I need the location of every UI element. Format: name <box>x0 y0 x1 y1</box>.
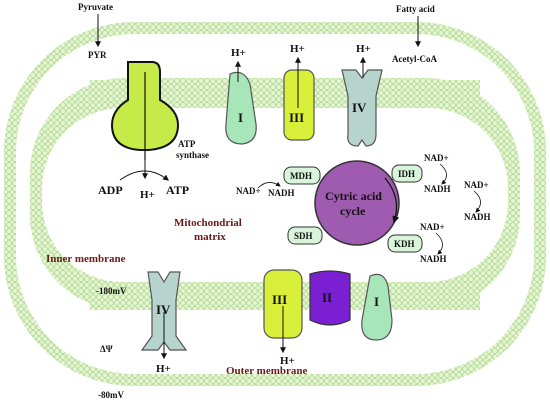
mdh-label: MDH <box>290 171 312 181</box>
idh-label: IDH <box>398 169 415 179</box>
mdh-box <box>283 166 321 185</box>
atp-synthase-hplus-label: H+ <box>140 189 155 201</box>
complex-iii-bottom <box>263 269 303 354</box>
matrix-label-1: Mitochondrial <box>174 217 242 229</box>
complex-iv-bottom-hplus: H+ <box>156 363 171 375</box>
complex-ii-bottom-label: II <box>322 290 332 305</box>
idh-nadh-label: NADH <box>424 184 451 194</box>
complex-iii-top-label: III <box>289 110 304 125</box>
mdh-nadh-label: NADH <box>268 188 295 198</box>
complex-iii-bottom-label: III <box>272 292 287 307</box>
complex-iii-top-hplus: H+ <box>290 43 305 55</box>
pyr-label: PYR <box>88 50 107 60</box>
idh-nad-arrow <box>439 163 447 185</box>
cycle-label-1: Cytric acid <box>325 189 382 203</box>
inner-membrane-label: Inner membrane <box>46 253 126 265</box>
complex-i-top-hplus: H+ <box>231 47 246 59</box>
pyruvate-label: Pyruvate <box>78 2 113 12</box>
complex-ii-bottom <box>309 270 351 326</box>
complex-i-bottom-label: I <box>374 294 379 309</box>
potential-top-label: -180mV <box>96 286 127 296</box>
complex-iv-top <box>341 56 383 147</box>
delta-psi-label: ΔΨ <box>100 344 113 354</box>
complex-i-top-label: I <box>238 110 243 125</box>
atp-label: ATP <box>166 183 189 197</box>
complex-iii-top <box>283 56 315 141</box>
sdh-label: SDH <box>294 231 313 241</box>
matrix-label-2: matrix <box>194 231 226 243</box>
kdh-label: KDH <box>394 239 415 249</box>
complex-i-bottom <box>361 273 393 341</box>
complex-iv-bottom <box>140 271 188 360</box>
atp-synthase-label-1: ATP <box>178 139 196 149</box>
right-nad-arrow <box>473 190 481 213</box>
kdh-box <box>387 234 423 253</box>
kdh-nad-label: NAD+ <box>420 222 445 232</box>
kdh-nad-arrow <box>435 232 443 255</box>
mdh-nad-arrow <box>257 181 281 189</box>
complex-iv-bottom-label: IV <box>156 302 171 317</box>
acetyl-coa-label: Acetyl-CoA <box>392 54 437 64</box>
idh-box <box>391 164 423 183</box>
outer-membrane-label: Outer membrane <box>226 365 307 377</box>
complex-iv-top-hplus: H+ <box>356 43 371 55</box>
complex-iii-bottom-hplus: H+ <box>280 355 295 367</box>
right-nadh-label: NADH <box>464 212 491 222</box>
right-nad-label: NAD+ <box>464 180 489 190</box>
fatty-acid-label: Fatty acid <box>396 4 435 14</box>
citric-acid-cycle <box>314 160 400 246</box>
adp-label: ADP <box>98 183 123 197</box>
potential-bottom-label: -80mV <box>98 390 124 400</box>
kdh-nadh-label: NADH <box>420 254 447 264</box>
atp-synthase <box>110 61 180 160</box>
complex-iv-top-label: IV <box>352 100 367 115</box>
sdh-box <box>287 226 323 245</box>
atp-synthase-label-2: synthase <box>176 150 209 160</box>
complex-i-top <box>225 60 257 145</box>
cycle-label-2: cycle <box>340 204 366 218</box>
mdh-nad-label: NAD+ <box>236 186 261 196</box>
idh-nad-label: NAD+ <box>424 153 449 163</box>
